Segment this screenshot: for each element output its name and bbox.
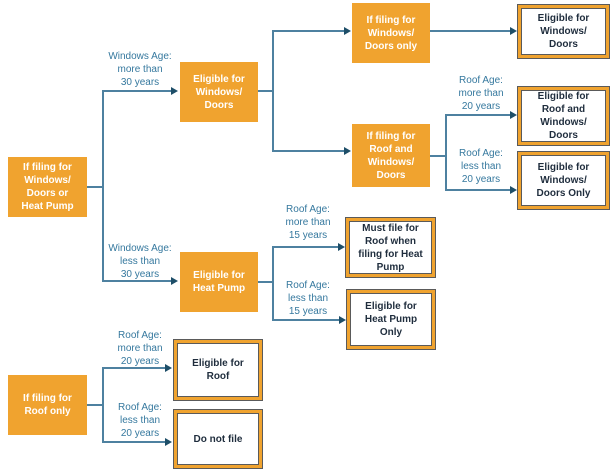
node-result-eligible-roof-and-windows-doors: Eligible for Roof and Windows/ Doors bbox=[517, 86, 610, 146]
connector-eligible-wd-stub bbox=[258, 90, 274, 92]
node-result-must-file-roof-with-heat-pump: Must file for Roof when filing for Heat … bbox=[345, 217, 436, 278]
arrowhead-to-eligible-heat-pump bbox=[171, 277, 178, 285]
edge-label-roof-age-less-than-15: Roof Age: less than 15 years bbox=[286, 280, 330, 317]
node-result-do-not-file: Do not file bbox=[173, 409, 263, 469]
arrowhead-to-hp-only bbox=[339, 316, 346, 324]
edge-label-roof-age-less-than-20-bottom: Roof Age: less than 20 years bbox=[118, 402, 162, 439]
edge-label-roof-age-less-than-20-top: Roof Age: less than 20 years bbox=[459, 148, 503, 185]
arrowhead-to-do-not-file bbox=[165, 438, 172, 446]
connector-root-stub bbox=[87, 186, 104, 188]
connector-roof-only-branch bbox=[102, 367, 104, 443]
node-if-filing-windows-doors-or-heat-pump: If filing for Windows/ Doors or Heat Pum… bbox=[8, 157, 87, 217]
connector-eligible-hp-branch bbox=[272, 246, 274, 321]
connector-filing-roof-wd-stub bbox=[430, 155, 447, 157]
connector-filing-roof-wd-branch bbox=[445, 114, 447, 191]
node-if-filing-roof-only: If filing for Roof only bbox=[8, 375, 87, 435]
edge-label-windows-age-less-than-30: Windows Age: less than 30 years bbox=[108, 243, 172, 280]
connector-roof-only-stub bbox=[87, 404, 104, 406]
arrowhead-to-eligible-roof bbox=[165, 364, 172, 372]
node-result-eligible-roof: Eligible for Roof bbox=[173, 339, 263, 401]
edge-label-roof-age-more-than-20-top: Roof Age: more than 20 years bbox=[458, 75, 504, 112]
arrowhead-to-result-roof-and-wd bbox=[510, 111, 517, 119]
node-result-eligible-heat-pump-only: Eligible for Heat Pump Only bbox=[346, 289, 436, 350]
node-if-filing-roof-and-windows-doors: If filing for Roof and Windows/ Doors bbox=[352, 124, 430, 187]
connector-to-result-wd-only bbox=[445, 189, 511, 191]
connector-to-result-roof-and-wd bbox=[445, 114, 511, 116]
connector-to-eligible-roof bbox=[102, 367, 166, 369]
node-eligible-heat-pump: Eligible for Heat Pump bbox=[180, 252, 258, 312]
connector-root-branch bbox=[102, 90, 104, 282]
connector-to-filing-roof-wd bbox=[272, 150, 345, 152]
arrowhead-to-filing-wd-only bbox=[344, 27, 351, 35]
connector-eligible-wd-branch bbox=[272, 30, 274, 152]
arrowhead-to-must-file-roof bbox=[338, 243, 345, 251]
connector-to-eligible-heat-pump bbox=[102, 280, 172, 282]
arrowhead-to-result-windows-doors bbox=[510, 27, 517, 35]
node-result-eligible-windows-doors-only: Eligible for Windows/ Doors Only bbox=[517, 151, 610, 210]
connector-to-result-windows-doors bbox=[430, 30, 511, 32]
connector-to-hp-only bbox=[272, 319, 340, 321]
connector-to-eligible-windows-doors bbox=[102, 90, 172, 92]
edge-label-roof-age-more-than-20-bottom: Roof Age: more than 20 years bbox=[117, 330, 163, 367]
arrowhead-to-filing-roof-wd bbox=[344, 147, 351, 155]
node-if-filing-windows-doors-only: If filing for Windows/ Doors only bbox=[352, 3, 430, 63]
connector-to-filing-wd-only bbox=[272, 30, 345, 32]
edge-label-windows-age-more-than-30: Windows Age: more than 30 years bbox=[108, 51, 172, 88]
connector-to-do-not-file bbox=[102, 441, 166, 443]
connector-to-must-file-roof bbox=[272, 246, 339, 248]
arrowhead-to-eligible-windows-doors bbox=[171, 87, 178, 95]
node-result-eligible-windows-doors: Eligible for Windows/ Doors bbox=[517, 4, 610, 59]
arrowhead-to-result-wd-only bbox=[510, 186, 517, 194]
node-eligible-windows-doors: Eligible for Windows/ Doors bbox=[180, 62, 258, 122]
edge-label-roof-age-more-than-15: Roof Age: more than 15 years bbox=[285, 204, 331, 241]
connector-eligible-hp-stub bbox=[258, 281, 274, 283]
